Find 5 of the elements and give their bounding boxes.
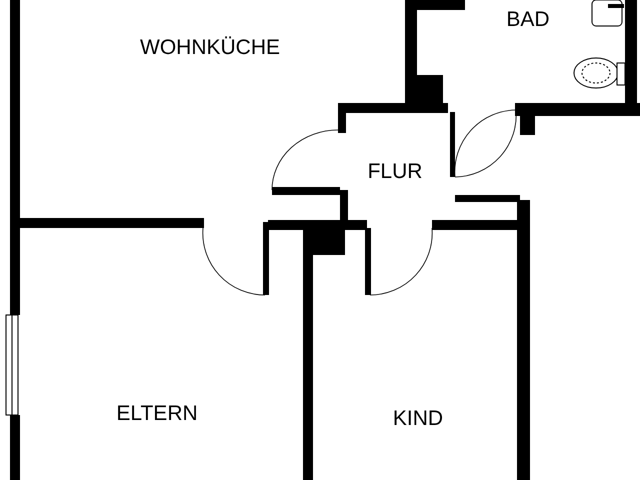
room-label: BAD bbox=[506, 8, 550, 32]
room-label: ELTERN bbox=[116, 402, 198, 426]
room-label: WOHNKÜCHE bbox=[140, 36, 280, 60]
room-label: FLUR bbox=[368, 160, 422, 184]
room-label: KIND bbox=[392, 407, 444, 431]
